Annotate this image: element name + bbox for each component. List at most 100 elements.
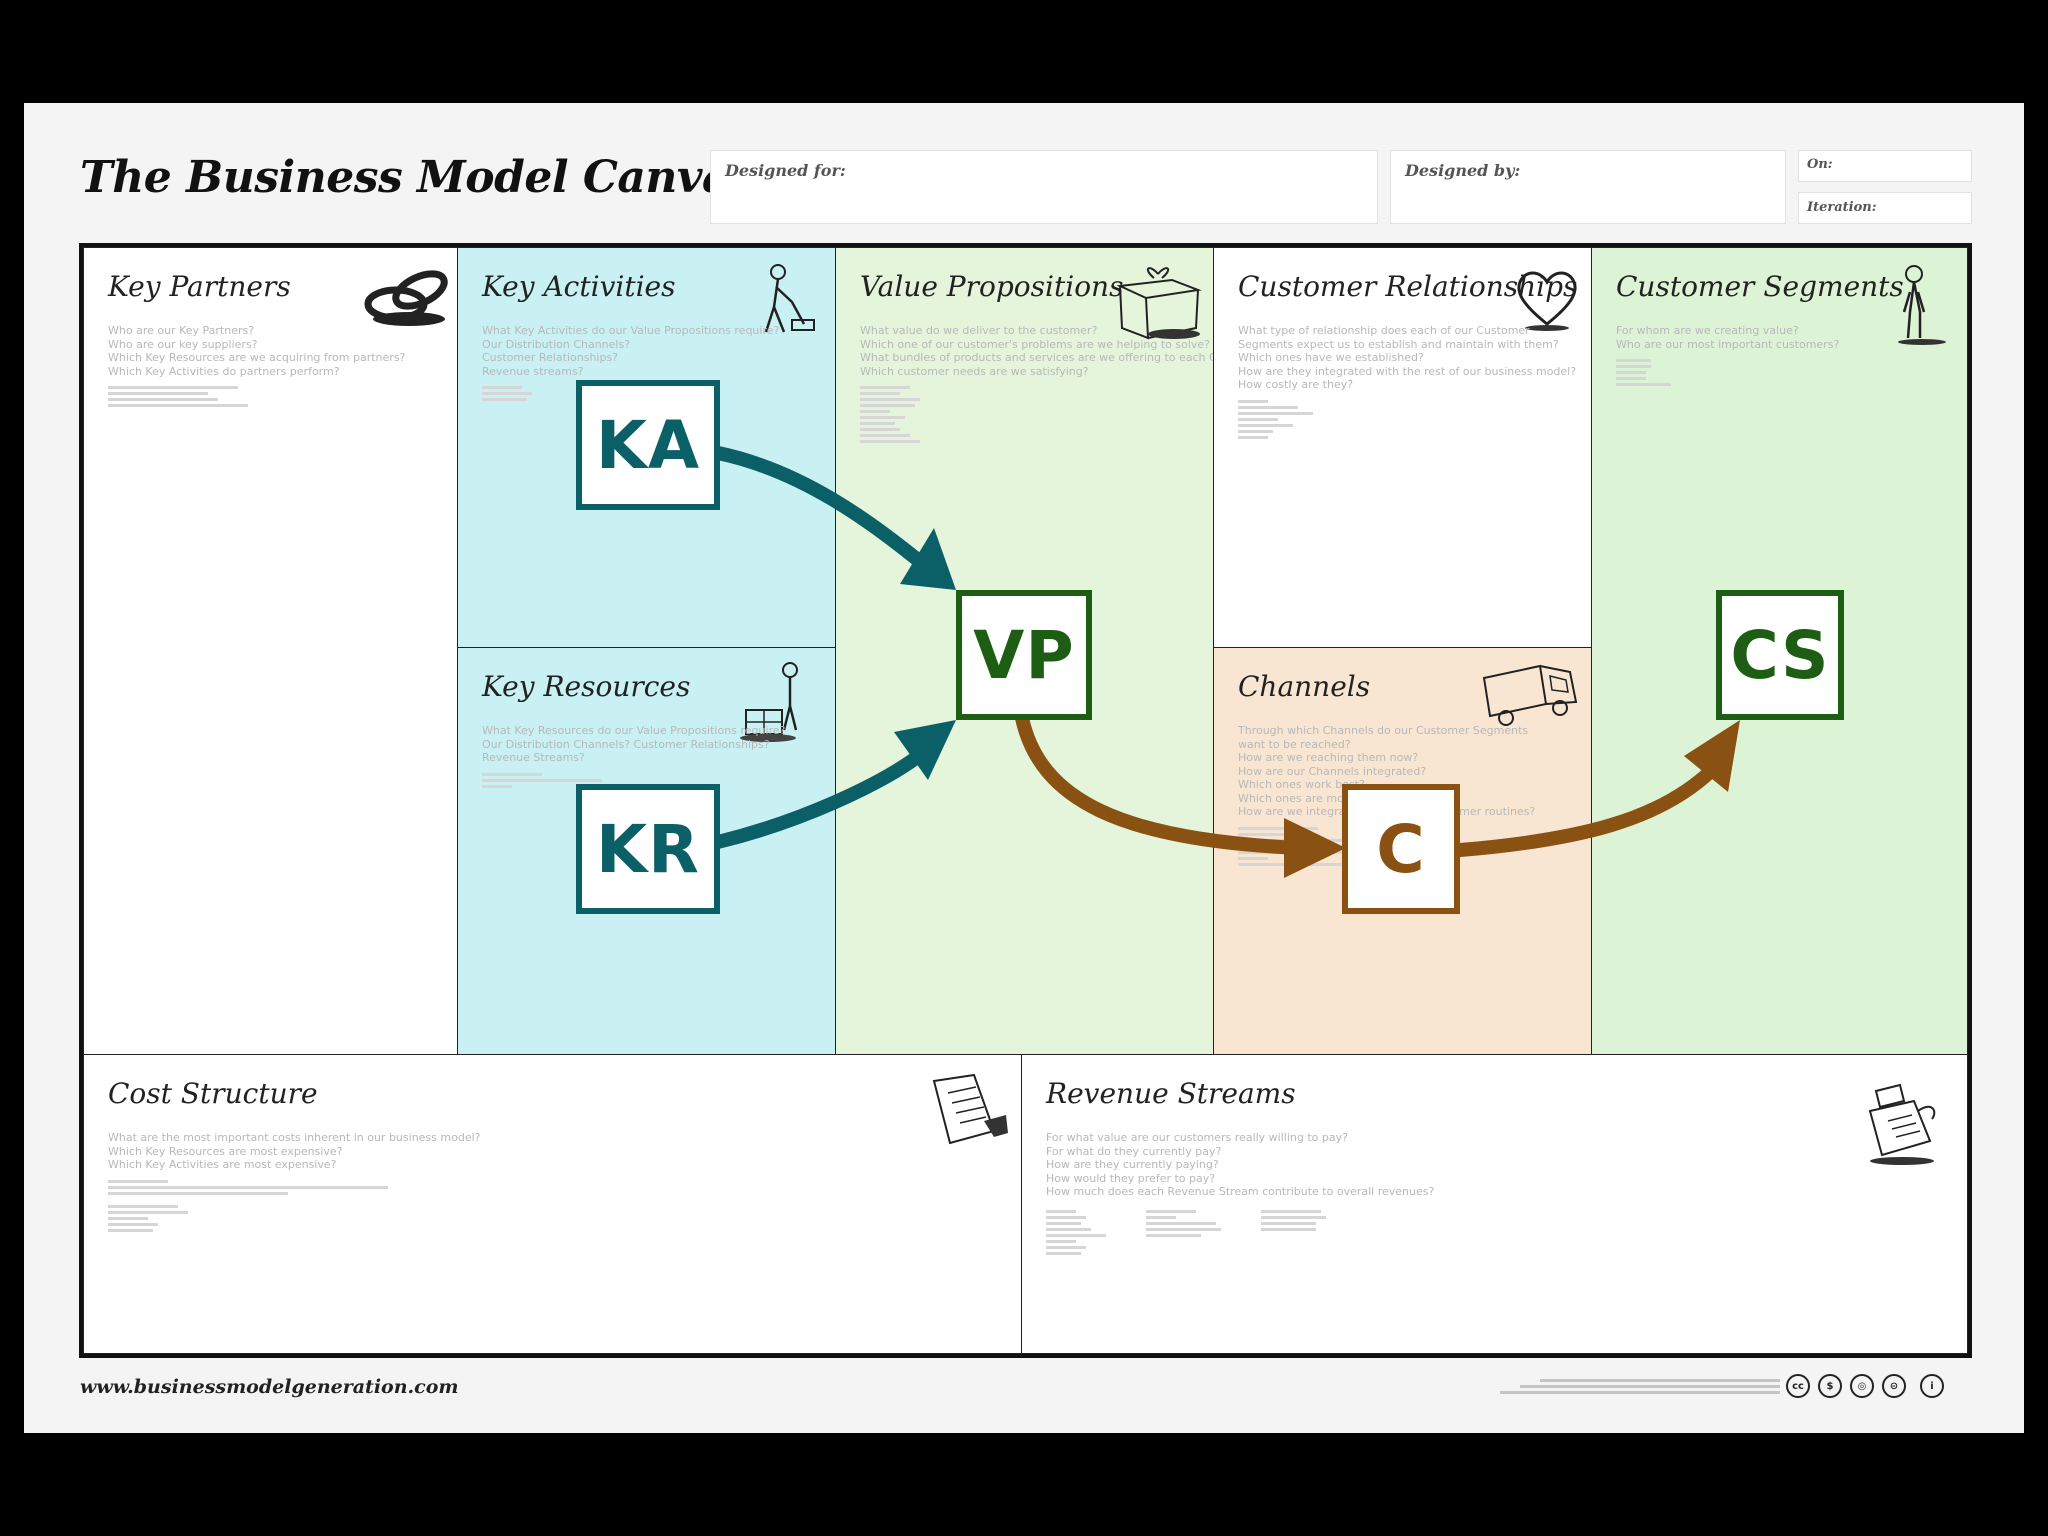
question: Through which Channels do our Customer S…: [1238, 724, 1529, 737]
arrow-ka-to-vp: [711, 446, 937, 577]
arrowhead-kr-to-vp: [894, 720, 956, 780]
question: Which ones have we established?: [1238, 351, 1424, 364]
question: Revenue streams?: [482, 364, 584, 378]
tag-value-propositions: VP: [956, 590, 1092, 720]
fine-print: [1616, 359, 1839, 386]
truck-icon: [1482, 664, 1578, 726]
tag-customer-segments: CS: [1716, 590, 1844, 720]
date-field[interactable]: On:: [1798, 150, 1972, 182]
question: Which customer needs are we satisfying?: [860, 364, 1089, 378]
question: Our Distribution Channels?: [482, 337, 631, 351]
block-customer-segments[interactable]: Customer Segments For whom are we creati…: [1591, 247, 1968, 1060]
arrow-c-to-cs: [1453, 763, 1719, 857]
fine-print: [108, 386, 405, 407]
question: What bundles of products and services ar…: [860, 351, 1218, 364]
block-title: Revenue Streams: [1046, 1077, 1296, 1110]
fine-print: [108, 1179, 480, 1232]
fine-print: [1238, 399, 1576, 439]
block-title: Key Partners: [108, 270, 291, 303]
tag-key-resources: KR: [576, 784, 720, 914]
iteration-label: Iteration:: [1807, 200, 1877, 215]
question-list: What value do we deliver to the customer…: [860, 324, 1218, 446]
question: Which Key Resources are most expensive?: [108, 1144, 343, 1158]
cc-icon: cc: [1786, 1374, 1810, 1398]
block-revenue-streams[interactable]: Revenue Streams For what value are our c…: [1021, 1054, 1968, 1354]
question-list: For whom are we creating value? Who are …: [1616, 324, 1839, 389]
question: How costly are they?: [1238, 378, 1354, 391]
block-title: Customer Segments: [1616, 270, 1904, 303]
question: What are the most important costs inhere…: [108, 1131, 481, 1144]
worker-with-crates-icon: [740, 662, 798, 742]
worker-icon: [764, 264, 815, 333]
arrowhead-c-to-cs: [1684, 720, 1740, 792]
question: How are they currently paying?: [1046, 1158, 1219, 1171]
designed-by-label: Designed by:: [1405, 161, 1521, 180]
block-title: Value Propositions: [860, 270, 1124, 303]
question-list: What are the most important costs inhere…: [108, 1131, 480, 1235]
fine-print: [1046, 1207, 1434, 1258]
question: want to be reached?: [1238, 737, 1351, 751]
question-list: Who are our Key Partners? Who are our ke…: [108, 324, 405, 410]
question: Our Distribution Channels? Customer Rela…: [482, 737, 770, 751]
block-title: Cost Structure: [108, 1077, 318, 1110]
fine-print: [482, 772, 785, 788]
question: How are they integrated with the rest of…: [1238, 364, 1577, 378]
gift-icon: [1116, 267, 1202, 340]
nc-icon: ⊝: [1882, 1374, 1906, 1398]
question: How would they prefer to pay?: [1046, 1171, 1216, 1185]
question: For what value are our customers really …: [1046, 1131, 1348, 1144]
block-title: Channels: [1238, 670, 1371, 703]
block-customer-relationships[interactable]: Customer Relationships What type of rela…: [1213, 247, 1597, 653]
business-model-canvas: Key Partners Who are our Key Partners? W…: [79, 243, 1972, 1358]
person-icon: [1898, 265, 1946, 345]
arrow-vp-to-c: [1015, 711, 1307, 855]
question: Customer Relationships?: [482, 351, 619, 364]
block-cost-structure[interactable]: Cost Structure What are the most importa…: [83, 1054, 1027, 1354]
question: What type of relationship does each of o…: [1238, 324, 1530, 337]
question: Segments expect us to establish and main…: [1238, 337, 1559, 351]
question-list: For what value are our customers really …: [1046, 1131, 1434, 1258]
arrowhead-ka-to-vp: [900, 528, 956, 590]
question-list: What type of relationship does each of o…: [1238, 324, 1576, 442]
arrowhead-vp-to-c: [1284, 818, 1346, 878]
question: What Key Resources do our Value Proposit…: [482, 724, 786, 737]
question: For whom are we creating value?: [1616, 324, 1799, 337]
question: For what do they currently pay?: [1046, 1144, 1222, 1158]
question: Which Key Resources are we acquiring fro…: [108, 351, 406, 364]
fine-print: [860, 386, 1218, 443]
question: What value do we deliver to the customer…: [860, 324, 1098, 337]
iteration-field[interactable]: Iteration:: [1798, 192, 1972, 224]
footer-url[interactable]: www.businessmodelgeneration.com: [80, 1376, 459, 1398]
tag-key-activities: KA: [576, 380, 720, 510]
by-icon: $: [1818, 1374, 1842, 1398]
designed-by-field[interactable]: Designed by:: [1390, 150, 1786, 224]
question-list: What Key Resources do our Value Proposit…: [482, 724, 785, 791]
cash-register-icon: [1868, 1083, 1936, 1165]
chain-link-icon: [364, 270, 448, 326]
designed-for-field[interactable]: Designed for:: [710, 150, 1378, 224]
sa-icon: ◎: [1850, 1374, 1874, 1398]
question: Revenue Streams?: [482, 751, 585, 764]
heart-icon: [1517, 271, 1577, 331]
license-fine-print: [1500, 1376, 1780, 1397]
question: Who are our Key Partners?: [108, 324, 255, 337]
question: What Key Activities do our Value Proposi…: [482, 324, 780, 337]
block-title: Key Resources: [482, 670, 691, 703]
on-label: On:: [1807, 157, 1833, 172]
designed-for-label: Designed for:: [725, 161, 846, 180]
page-title: The Business Model Canvas: [80, 152, 755, 203]
question: How are our Channels integrated?: [1238, 764, 1427, 778]
question: Which Key Activities are most expensive?: [108, 1158, 337, 1171]
question: How much does each Revenue Stream contri…: [1046, 1185, 1435, 1198]
question-list: What Key Activities do our Value Proposi…: [482, 324, 779, 404]
receipt-icon: [932, 1073, 1008, 1145]
block-title: Key Activities: [482, 270, 676, 303]
question: Which Key Activities do partners perform…: [108, 364, 340, 378]
question: How are we reaching them now?: [1238, 751, 1419, 764]
question: Who are our most important customers?: [1616, 337, 1840, 351]
question: Which ones work best?: [1238, 778, 1365, 791]
fine-print: [482, 386, 779, 401]
question: Which one of our customer's problems are…: [860, 337, 1211, 351]
info-icon: i: [1920, 1374, 1944, 1398]
